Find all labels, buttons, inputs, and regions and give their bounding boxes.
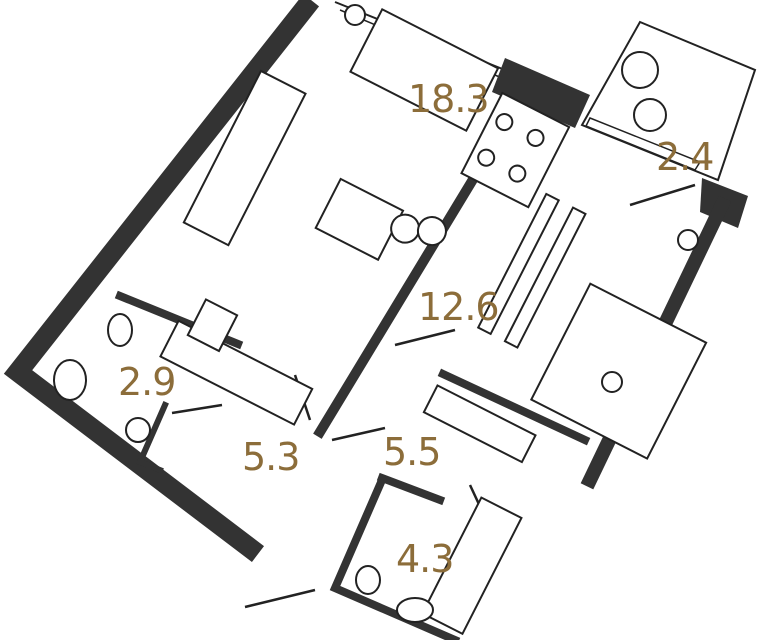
toilet — [107, 313, 133, 347]
plan-line — [244, 588, 316, 609]
dining-table — [460, 91, 571, 209]
balcony-glass — [584, 117, 702, 171]
plan-line — [394, 328, 456, 347]
desk — [422, 384, 537, 464]
plan-line — [171, 403, 223, 415]
wardrobe — [503, 206, 587, 349]
sink — [53, 359, 87, 401]
room-area-balcony: 2.4 — [656, 135, 714, 179]
plan-line — [629, 183, 696, 207]
plan-circle — [477, 148, 496, 167]
room-area-hallway: 5.3 — [242, 435, 300, 479]
bed — [529, 282, 708, 460]
armchair — [621, 51, 659, 89]
plan-polyline — [437, 368, 591, 446]
ventilation — [601, 371, 623, 393]
armchair — [633, 98, 667, 132]
plan-circle — [495, 113, 514, 132]
plan-polyline — [3, 0, 320, 563]
plan-circle — [508, 164, 527, 183]
room-area-corridor: 5.5 — [383, 430, 441, 474]
kitchen-counter — [182, 69, 307, 247]
wardrobe-hall — [159, 319, 314, 426]
kitchen-island — [314, 177, 405, 262]
kitchen-sink — [186, 298, 239, 353]
room-area-bedroom: 12.6 — [418, 285, 500, 329]
fixtures — [53, 4, 699, 623]
plan-circle — [416, 216, 447, 247]
bathtub — [420, 496, 523, 636]
room-area-bathroom-2: 4.3 — [396, 537, 454, 581]
toilet-2 — [355, 565, 381, 595]
sink-2 — [396, 597, 434, 623]
ventilation — [344, 4, 366, 26]
plan-circle — [526, 128, 545, 147]
wall-block — [492, 58, 590, 128]
room-area-living-kitchen: 18.3 — [408, 77, 490, 121]
ventilation — [677, 229, 699, 251]
washer — [125, 417, 151, 443]
furniture — [159, 7, 708, 636]
room-area-bathroom: 2.9 — [118, 360, 176, 404]
plan-line — [331, 426, 386, 442]
sofa — [349, 7, 500, 133]
plan-polyline — [136, 401, 169, 474]
plan-polyline — [376, 472, 446, 506]
tv-unit — [476, 192, 561, 336]
